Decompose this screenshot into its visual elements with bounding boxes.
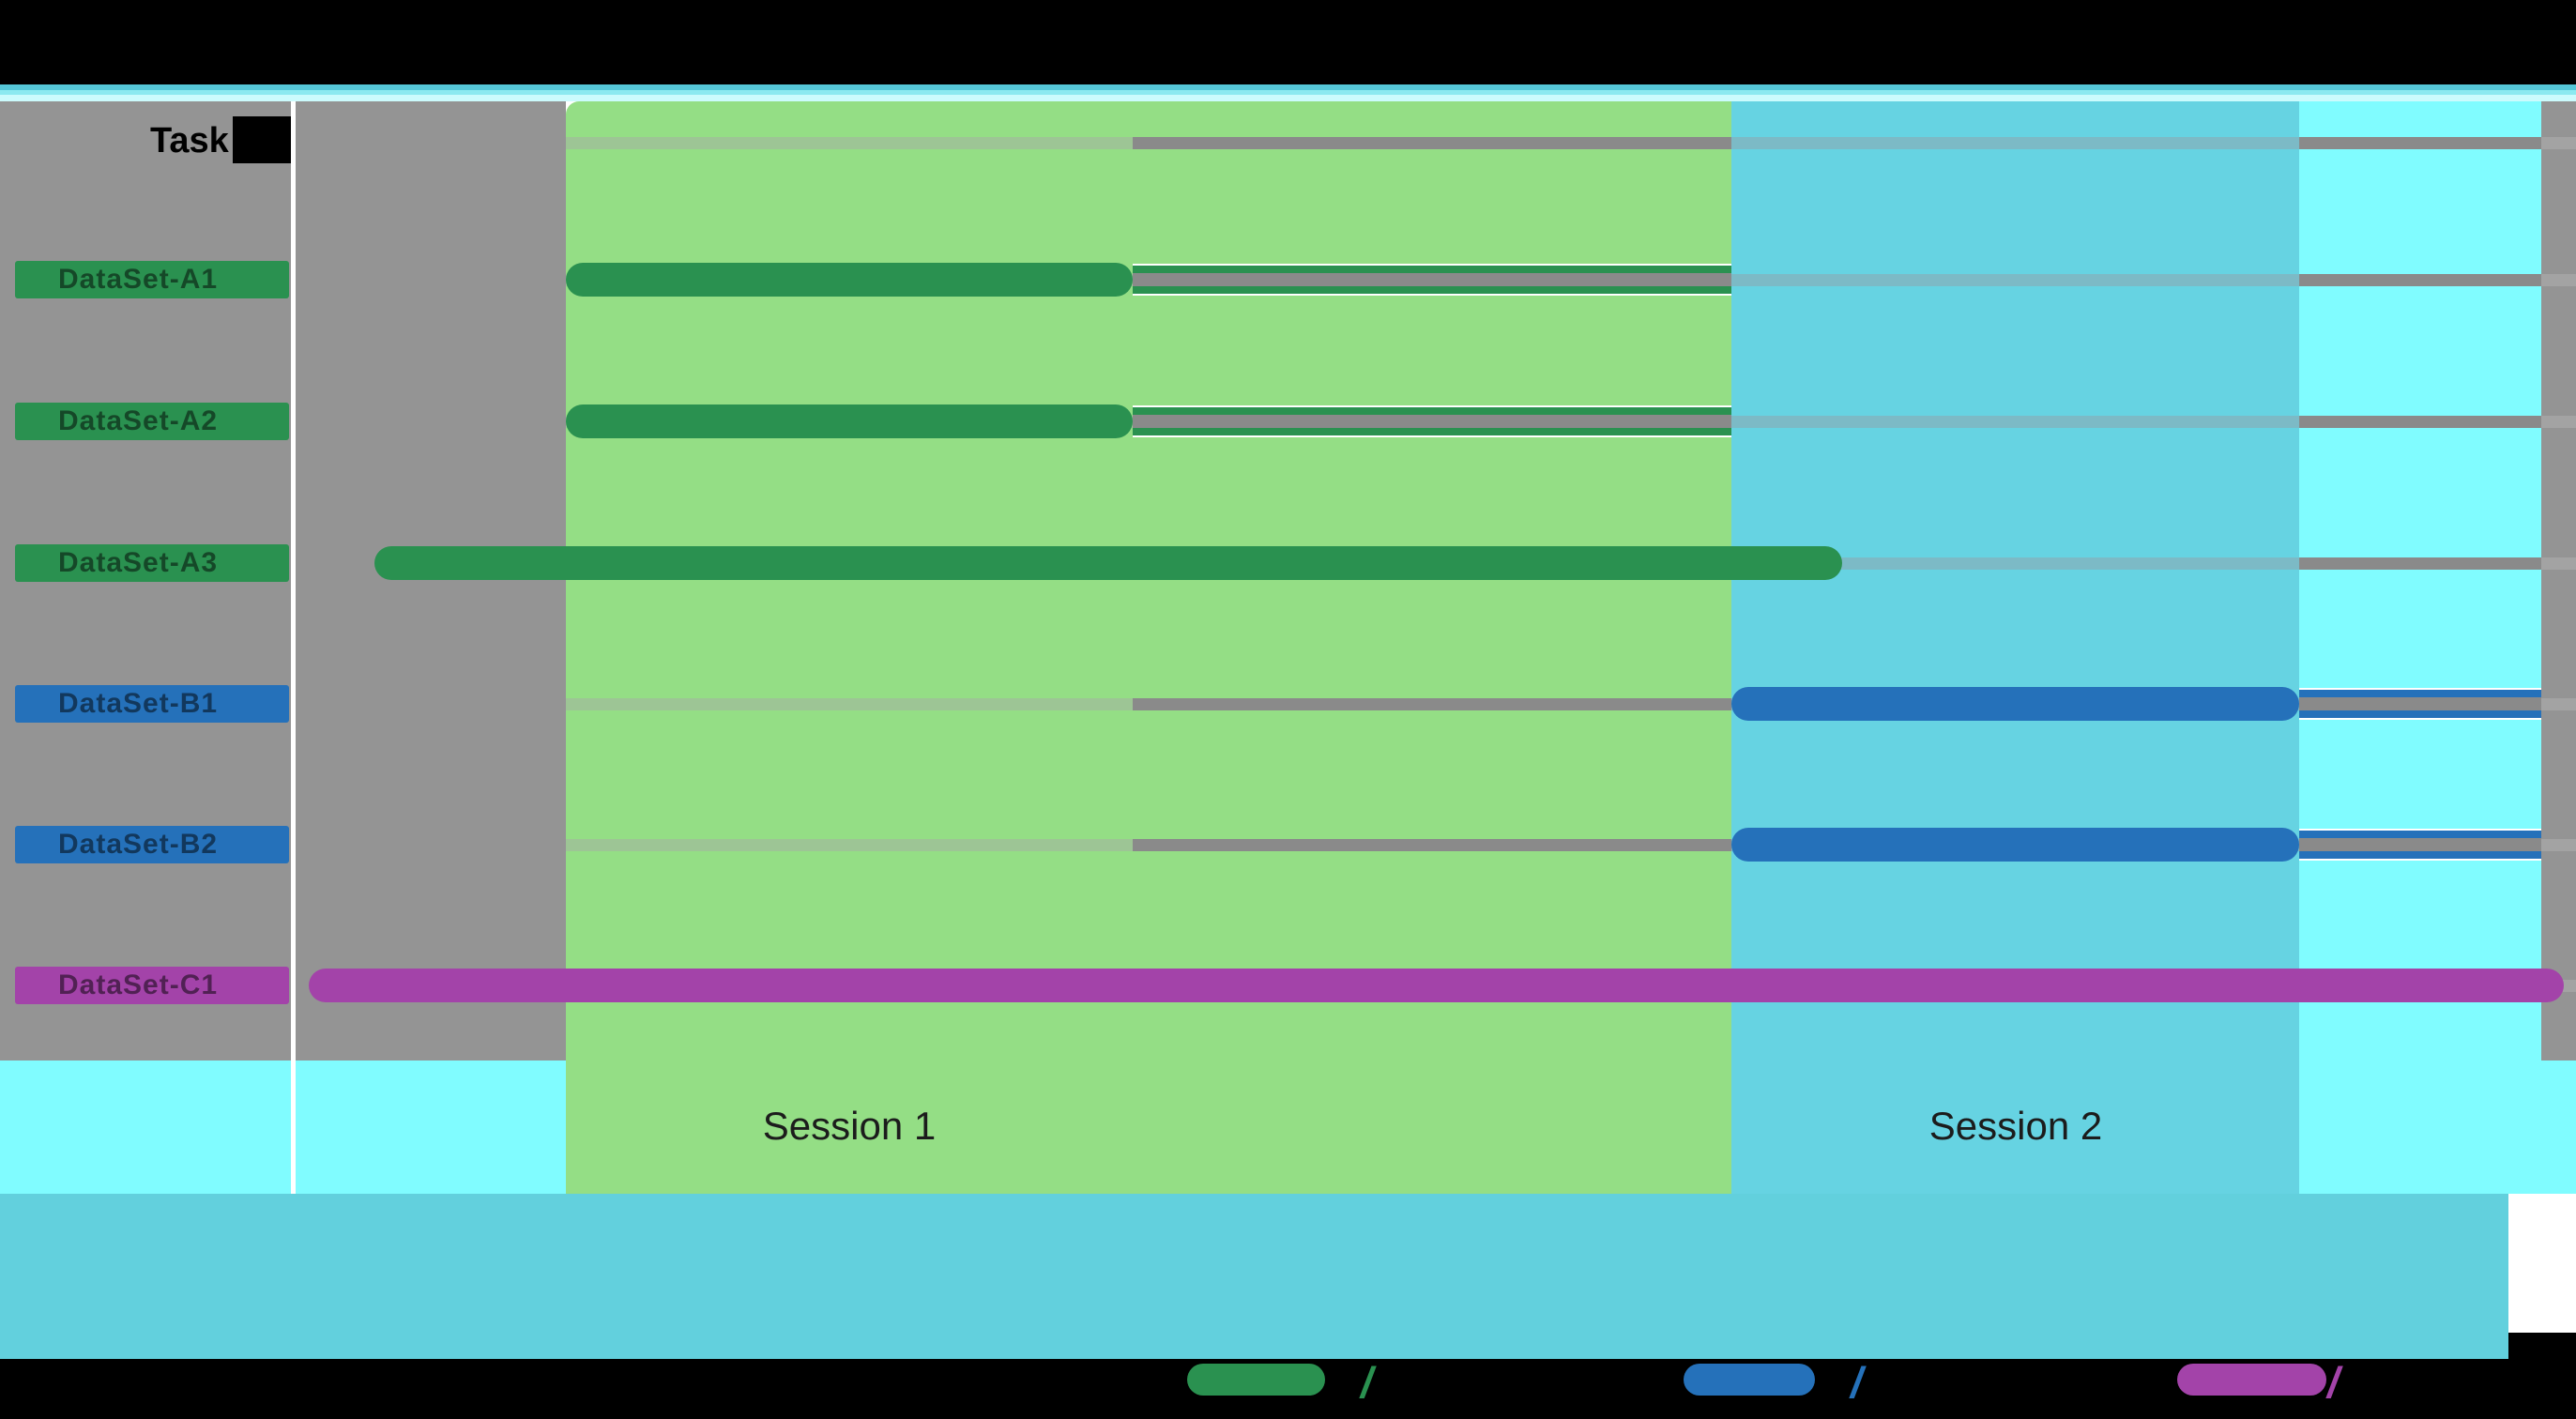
legend-pill-blue[interactable] [1684, 1364, 1815, 1396]
session2-label: Session 2 [1928, 1104, 2103, 1148]
task-header-redaction-box [233, 116, 291, 163]
gantt-bar[interactable] [309, 969, 2564, 1002]
below-right-cyan [2541, 1060, 2576, 1194]
idle-extension-core [2299, 697, 2541, 710]
gridline-segment [2541, 698, 2576, 710]
gridline-segment [566, 839, 1133, 851]
gantt-bar[interactable] [566, 263, 1133, 297]
gridline-segment [2541, 416, 2576, 428]
gridline-segment [2299, 416, 2541, 428]
gridline-segment [566, 137, 1133, 149]
title-bar-black [0, 0, 2576, 84]
row-label-dataset-a1: DataSet-A1 [15, 261, 289, 298]
idle-extension-core [1133, 273, 1731, 286]
top-strip-light [0, 90, 2576, 95]
label-plot-separator-line [291, 101, 296, 1194]
gridline-segment [1731, 557, 2299, 570]
gantt-bar[interactable] [1731, 828, 2299, 862]
legend-label-remnant-slash: / [2327, 1358, 2340, 1407]
legend-label-redaction-box [1821, 1361, 2065, 1398]
session1-label: Session 1 [762, 1104, 937, 1148]
legend-pill-purple[interactable] [2177, 1364, 2326, 1396]
gridline-segment [2541, 557, 2576, 570]
idle-extension-core [1133, 415, 1731, 428]
legend-label-remnant-slash: / [1361, 1358, 1373, 1407]
gantt-bar[interactable] [566, 404, 1133, 438]
legend-pill-green[interactable] [1187, 1364, 1325, 1396]
row-label-dataset-b1: DataSet-B1 [15, 685, 289, 723]
legend-label-redaction-box [1331, 1361, 1575, 1398]
row-label-dataset-a2: DataSet-A2 [15, 403, 289, 440]
gridline-segment [2299, 557, 2541, 570]
gridline-segment [1731, 274, 2299, 286]
idle-extension-core [2299, 838, 2541, 851]
gridline-segment [566, 698, 1133, 710]
gridline-segment [1731, 137, 2299, 149]
top-strip-pale [0, 95, 2576, 101]
gridline-segment [2541, 274, 2576, 286]
row-label-dataset-c1: DataSet-C1 [15, 967, 289, 1004]
legend-label-redaction-box [2332, 1361, 2576, 1398]
gridline-segment [1133, 839, 1731, 851]
task-axis-header: Task [150, 121, 229, 160]
gridline-segment [2541, 137, 2576, 149]
gridline-segment [2541, 839, 2576, 851]
gridline-segment [1133, 698, 1731, 710]
top-strip-teal [0, 84, 2576, 90]
footer-band-teal [0, 1194, 2508, 1359]
row-label-dataset-a3: DataSet-A3 [15, 544, 289, 582]
gantt-bar[interactable] [1731, 687, 2299, 721]
gridline-segment [1133, 137, 1731, 149]
gridline-segment [2299, 137, 2541, 149]
gridline-segment [1731, 416, 2299, 428]
gantt-bar[interactable] [374, 546, 1842, 580]
row-label-dataset-b2: DataSet-B2 [15, 826, 289, 863]
legend-label-remnant-slash: / [1851, 1358, 1863, 1407]
below-left-cyan [0, 1060, 566, 1194]
gridline-segment [2299, 274, 2541, 286]
right-margin-gray [2541, 101, 2576, 1060]
